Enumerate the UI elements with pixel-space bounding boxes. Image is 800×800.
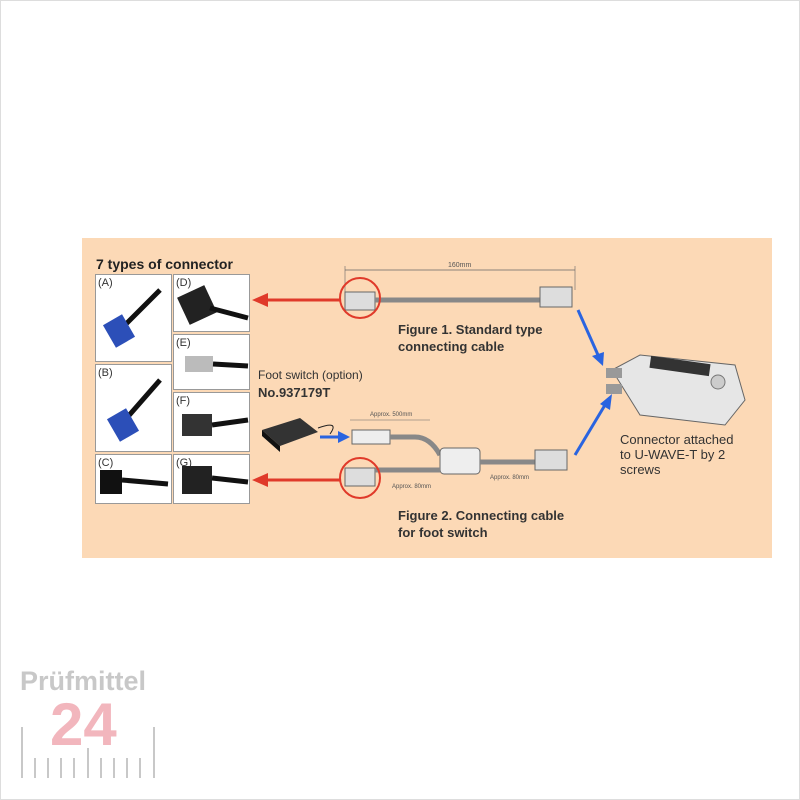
- connector-b-image: [106, 378, 162, 442]
- label-d: (D): [176, 277, 192, 289]
- connector-g-image: [182, 466, 249, 494]
- dimension-500mm: Approx. 500mm: [370, 412, 413, 418]
- label-c: (C): [98, 457, 114, 469]
- blue-arrow-top: [576, 309, 604, 366]
- label-a: (A): [98, 277, 113, 289]
- dimension-80mm-right: Approx. 80mm: [490, 475, 530, 481]
- label-e: (E): [176, 337, 191, 349]
- foot-switch-label: Foot switch (option): [258, 368, 363, 382]
- connector-e-image: [185, 356, 249, 372]
- connector-d-image: [177, 285, 249, 325]
- connector-a-image: [102, 288, 162, 348]
- logo-text: Prüfmittel: [20, 666, 147, 696]
- connector-f-image: [182, 414, 249, 436]
- connector-note-line3: screws: [620, 462, 661, 477]
- figure1-dimension: 160mm: [448, 262, 472, 269]
- foot-switch-image: [262, 418, 334, 452]
- label-f: (F): [176, 395, 191, 407]
- connector-types-title: 7 types of connector: [96, 256, 233, 272]
- foot-switch-cable: [339, 419, 568, 499]
- logo-number: 24: [50, 691, 117, 758]
- red-arrow-bottom: [252, 473, 340, 487]
- foot-switch-number: No.937179T: [258, 385, 331, 400]
- blue-arrow-footswitch: [320, 431, 350, 443]
- label-b: (B): [98, 367, 113, 379]
- red-arrow-top: [252, 293, 340, 307]
- figure1-title: Figure 1. Standard type: [398, 322, 543, 337]
- standard-cable: [339, 266, 576, 319]
- figure2-title: Figure 2. Connecting cable: [398, 508, 565, 523]
- connector-a-box: [95, 274, 172, 362]
- figure1-subtitle: connecting cable: [398, 339, 505, 354]
- figure2-subtitle: for foot switch: [398, 525, 488, 540]
- connector-note-line1: Connector attached: [620, 432, 734, 447]
- connector-note-line2: to U-WAVE-T by 2: [620, 447, 726, 462]
- blue-arrow-bottom: [573, 394, 612, 456]
- connector-c-image: [100, 470, 169, 494]
- dimension-80mm-left: Approx. 80mm: [392, 484, 432, 490]
- u-wave-t-unit: [606, 354, 746, 426]
